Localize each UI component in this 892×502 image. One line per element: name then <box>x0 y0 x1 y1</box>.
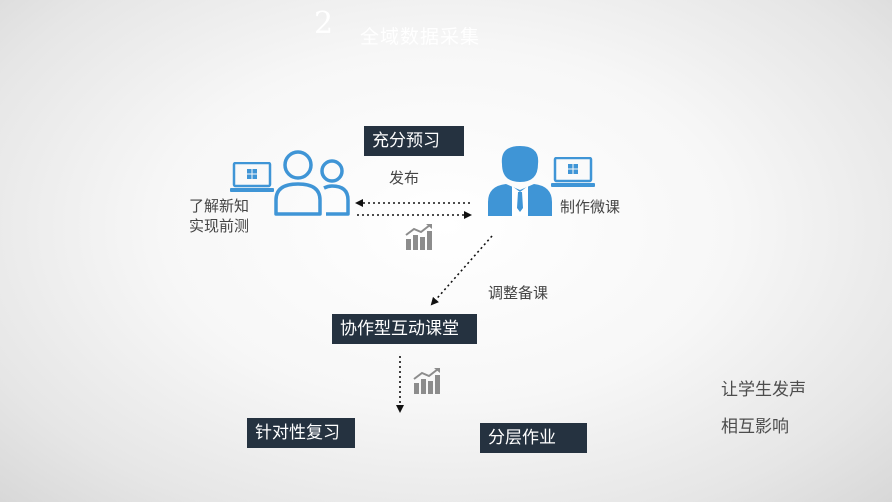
teacher-icon <box>488 146 552 216</box>
laptop-icon <box>230 162 274 192</box>
students-icon <box>274 150 350 216</box>
make-label: 制作微课 <box>560 198 621 216</box>
voice-line-2: 相互影响 <box>721 417 789 437</box>
voice-line-1: 让学生发声 <box>721 380 806 400</box>
adjust-label: 调整备课 <box>488 284 549 302</box>
homework-label: 分层作业 <box>480 423 587 453</box>
prep-label: 充分预习 <box>364 126 464 156</box>
arrow-teacher-to-classroom <box>430 235 493 306</box>
laptop-icon <box>551 157 595 187</box>
learn-line-1: 了解新知 <box>189 197 250 215</box>
chart-icon <box>405 224 432 250</box>
section-number: 2 <box>314 6 334 41</box>
chart-icon <box>413 368 440 394</box>
classroom-label: 协作型互动课堂 <box>332 314 477 344</box>
learn-line-2: 实现前测 <box>189 217 250 235</box>
review-label: 针对性复习 <box>247 418 355 448</box>
section-title: 全域数据采集 <box>360 26 481 48</box>
publish-label: 发布 <box>389 169 420 187</box>
